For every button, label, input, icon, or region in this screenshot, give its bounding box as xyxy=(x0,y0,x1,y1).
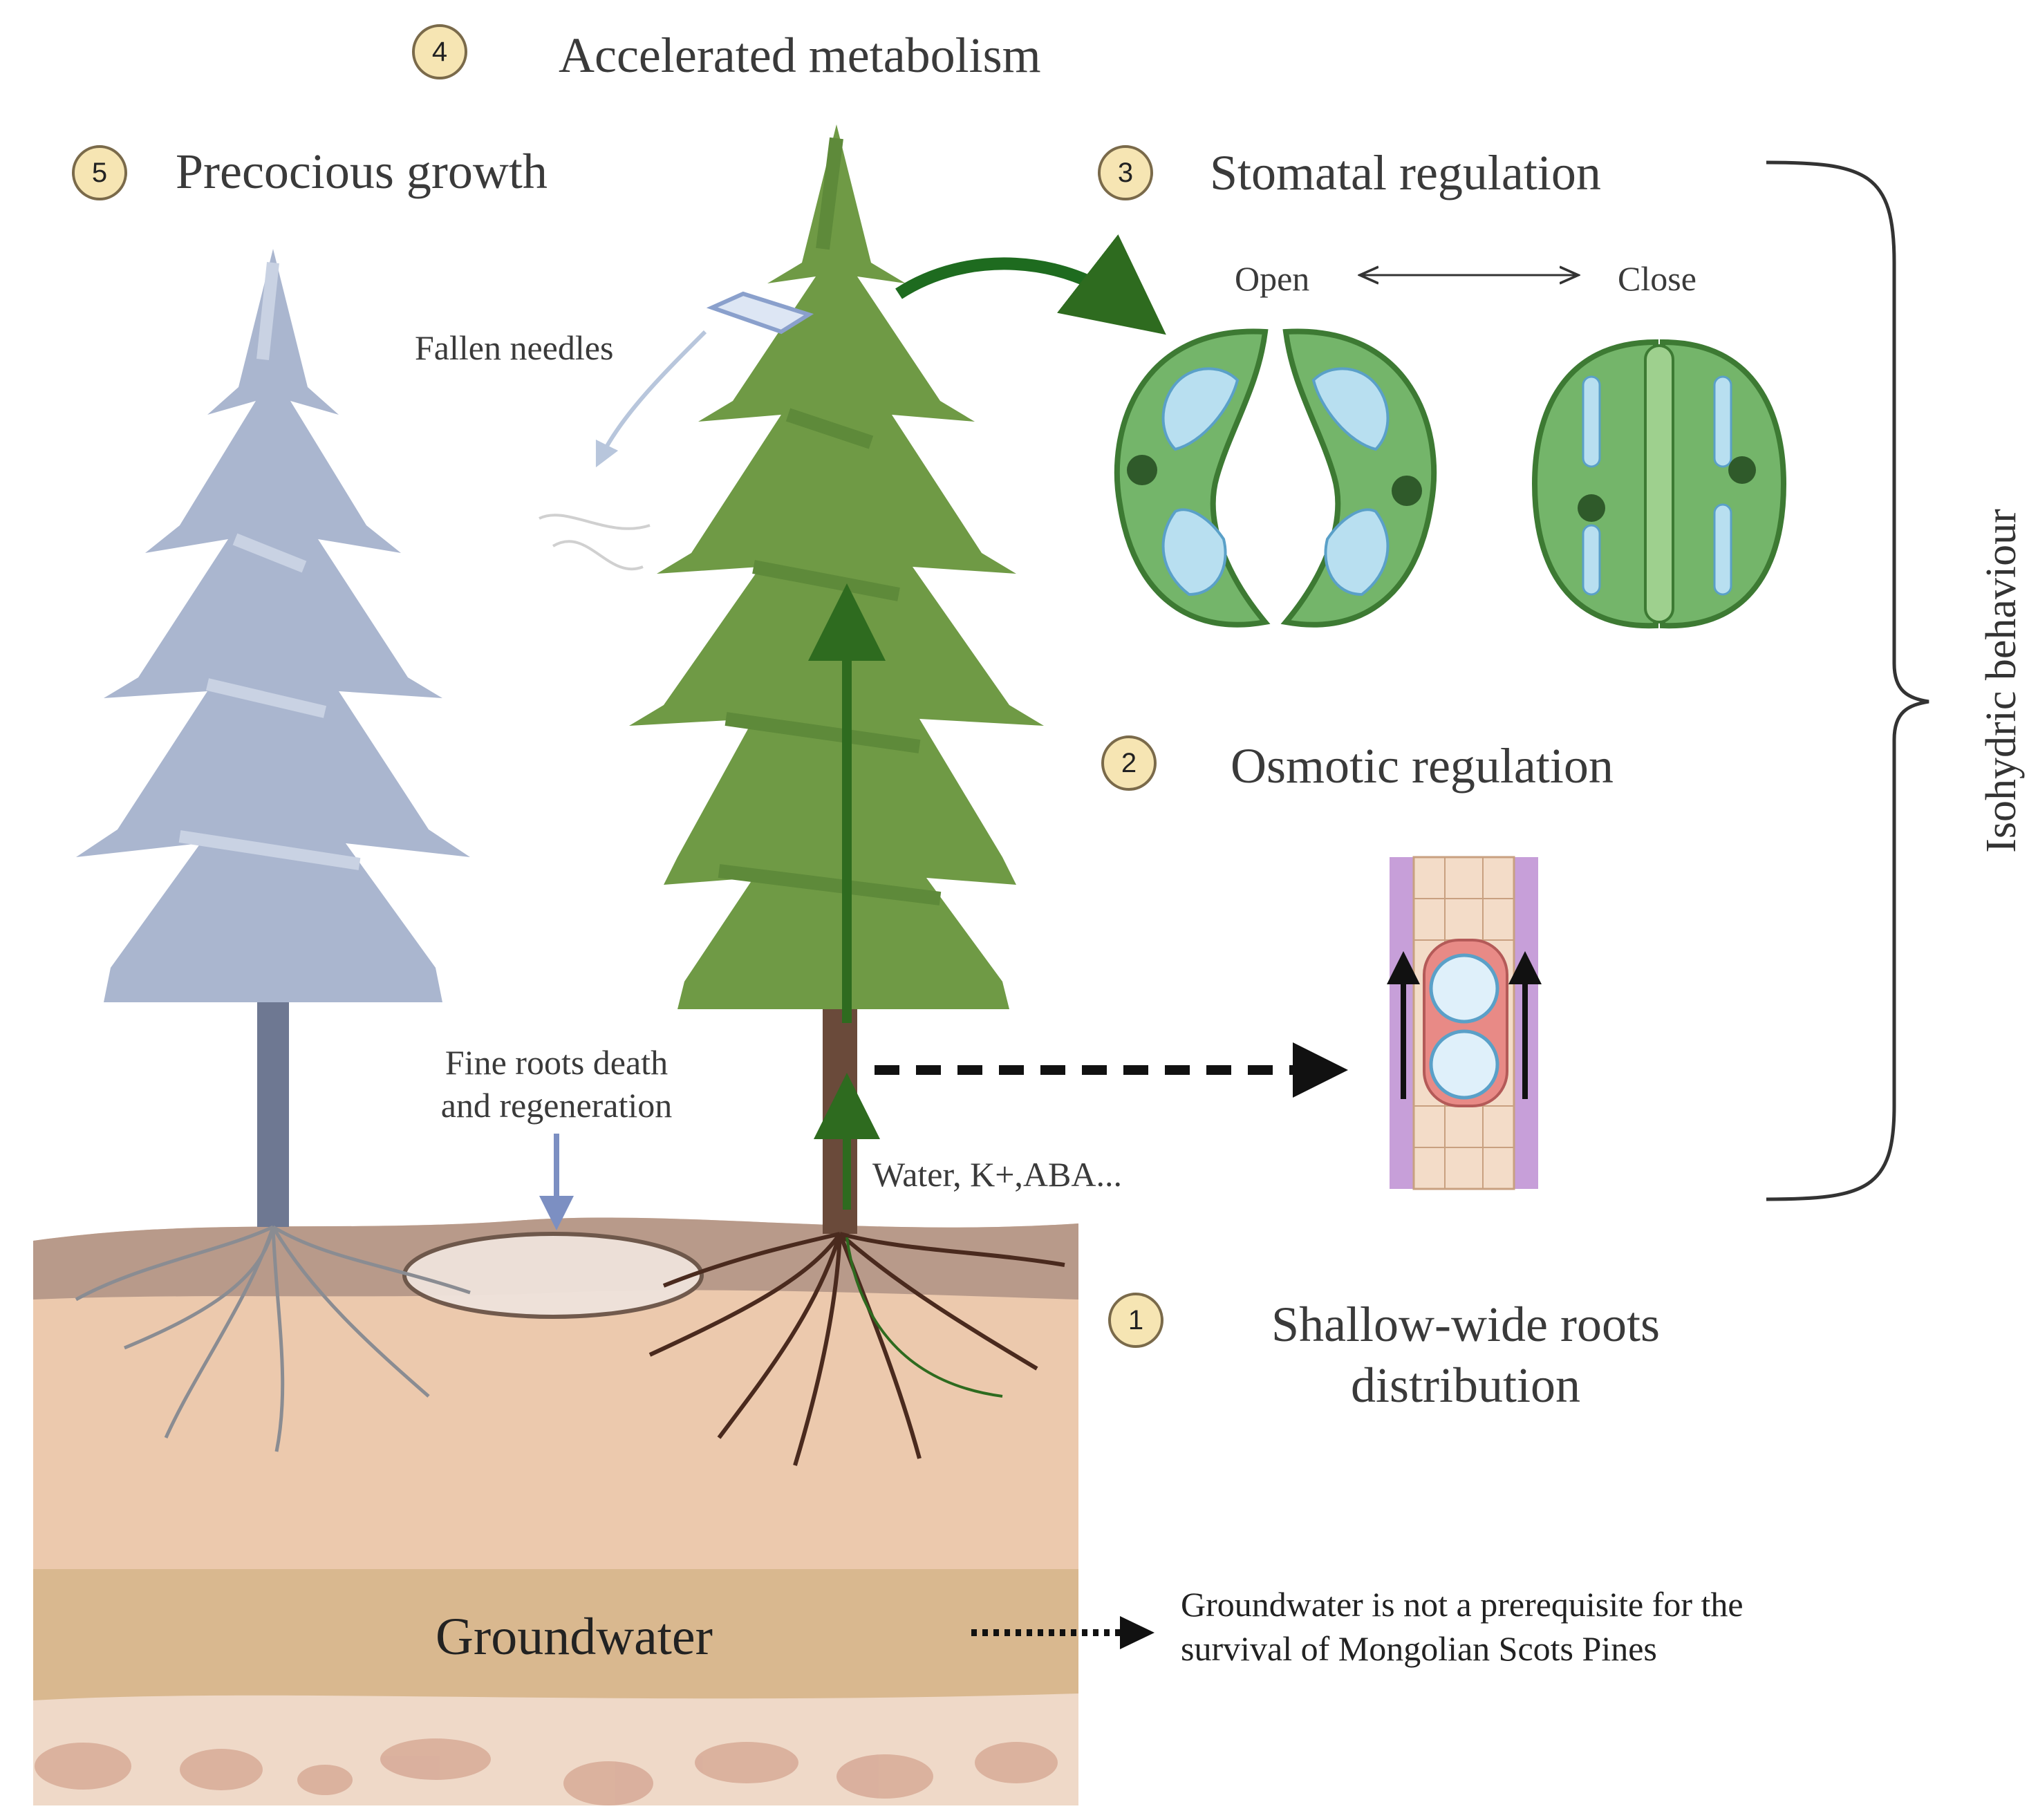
fine-roots-label-line2: and regeneration xyxy=(440,1086,673,1125)
stoma-open-label: Open xyxy=(1235,259,1310,298)
green-tree xyxy=(629,124,1065,1466)
fallen-needle xyxy=(706,291,814,335)
root-water-path xyxy=(845,1237,1003,1398)
pale-tree-roots xyxy=(75,1225,471,1452)
fine-roots-patch xyxy=(402,1232,704,1319)
groundwater-arrow-head xyxy=(1120,1616,1154,1649)
groundwater-label: Groundwater xyxy=(436,1608,713,1666)
step-2-badge: 2 xyxy=(1101,735,1157,791)
step-3-title: Stomatal regulation xyxy=(1210,145,1601,200)
stoma-close-label: Close xyxy=(1618,259,1696,298)
stoma-closed xyxy=(1531,339,1787,629)
isohydric-bracket xyxy=(1766,160,1929,1201)
fine-roots-arrow-head xyxy=(539,1196,574,1230)
isohydric-label: Isohydric behaviour xyxy=(1978,509,2025,853)
to-stomata-arrow xyxy=(895,234,1166,335)
needle-swirl xyxy=(552,540,644,571)
groundwater-layer xyxy=(33,1569,1078,1700)
stoma-open xyxy=(1114,328,1437,628)
step-5-badge: 5 xyxy=(72,145,127,200)
dashed-arrow-head xyxy=(1293,1042,1348,1098)
pale-tree xyxy=(75,249,471,1452)
needle-swirl xyxy=(539,514,651,530)
falling-needle-arrow xyxy=(595,330,707,468)
bedrock-stones xyxy=(35,1738,1058,1805)
step-1-title-line2: distribution xyxy=(1350,1358,1580,1413)
step-4-title: Accelerated metabolism xyxy=(559,28,1041,83)
groundwater-note-line1: Groundwater is not a prerequisite for th… xyxy=(1181,1585,1743,1624)
fallen-needles-label: Fallen needles xyxy=(415,328,614,367)
step-5-title: Precocious growth xyxy=(176,144,548,199)
step-1-badge: 1 xyxy=(1108,1293,1163,1348)
step-2-title: Osmotic regulation xyxy=(1231,738,1614,794)
step-1-title-line1: Shallow-wide roots xyxy=(1271,1297,1660,1352)
water-transport-label: Water, K+,ABA... xyxy=(872,1155,1122,1194)
root-cross-section xyxy=(1387,856,1542,1190)
fine-roots-label-line1: Fine roots death xyxy=(445,1043,669,1082)
step-3-badge: 3 xyxy=(1098,145,1153,200)
step-4-badge: 4 xyxy=(412,24,467,79)
groundwater-note-line2: survival of Mongolian Scots Pines xyxy=(1181,1629,1657,1668)
